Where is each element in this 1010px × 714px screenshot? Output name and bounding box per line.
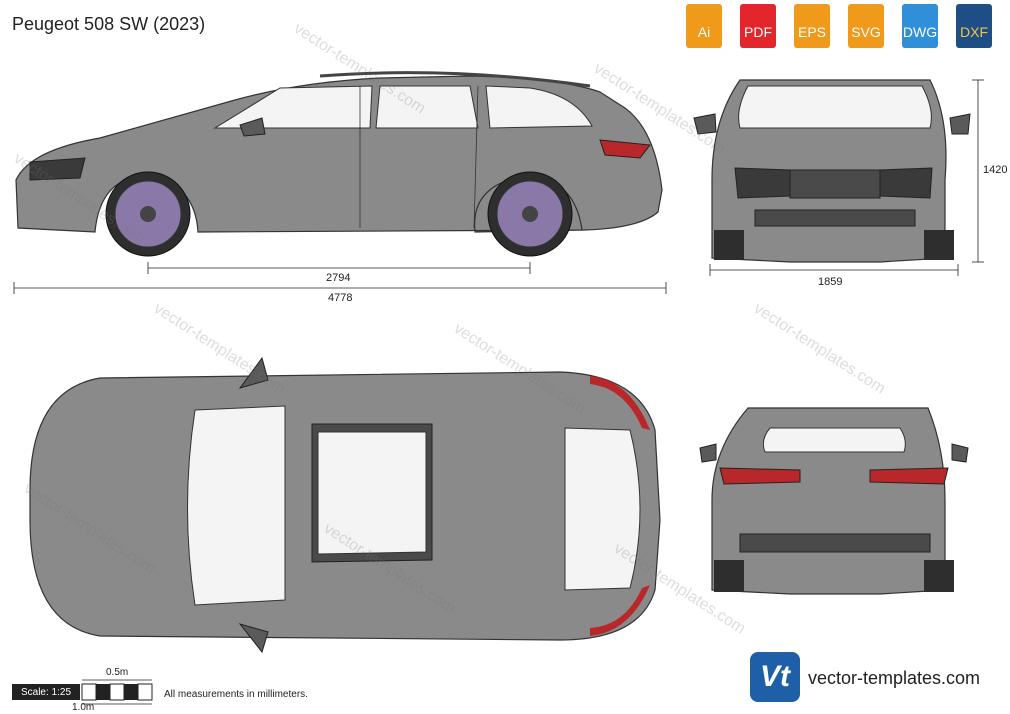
measurement-note: All measurements in millimeters.: [164, 689, 308, 700]
scale-label: Scale: 1:25: [12, 684, 80, 700]
side-view: [15, 71, 663, 257]
scale-one-meter: 1.0m: [72, 702, 95, 713]
dwg-file-icon[interactable]: DWG: [896, 4, 944, 50]
side-dimension-lines: [13, 262, 667, 294]
site-link[interactable]: vector-templates.com: [808, 668, 981, 688]
dxf-file-icon[interactable]: DXF: [950, 4, 998, 50]
svg-file-icon[interactable]: SVG: [842, 4, 890, 50]
rear-view: [699, 407, 969, 595]
eps-file-icon[interactable]: EPS: [788, 4, 836, 50]
page-title: Peugeot 508 SW (2023): [12, 14, 206, 34]
ai-file-icon[interactable]: Ai: [680, 4, 728, 50]
front-dimension-lines: [709, 79, 984, 276]
scale-bar: [81, 679, 153, 705]
height-label: 1420: [983, 164, 1008, 176]
wheelbase-label: 2794: [326, 272, 351, 284]
pdf-file-icon[interactable]: PDF: [734, 4, 782, 50]
width-label: 1859: [818, 276, 843, 288]
vector-templates-logo[interactable]: Vt: [750, 652, 800, 702]
length-label: 4778: [328, 292, 353, 304]
scale-half-meter: 0.5m: [106, 667, 129, 678]
top-view: [29, 356, 661, 654]
front-view: [693, 79, 971, 263]
format-icons: Ai PDF EPS SVG DWG DXF: [680, 4, 998, 50]
